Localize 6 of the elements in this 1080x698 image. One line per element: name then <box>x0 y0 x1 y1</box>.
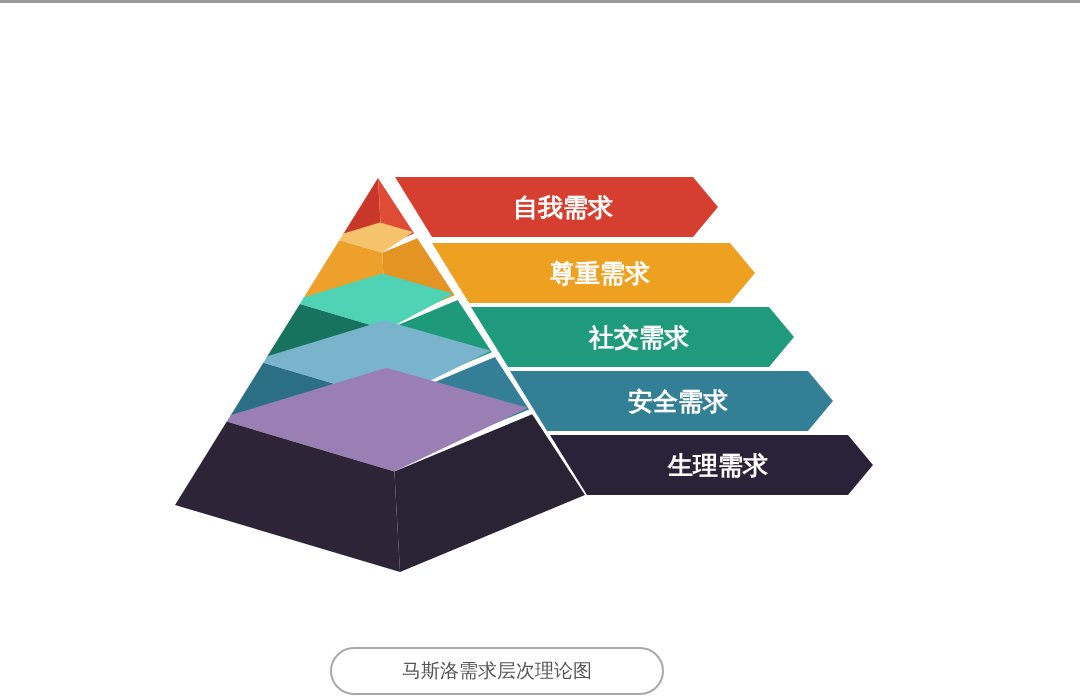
level-label: 生理需求 <box>667 449 768 482</box>
level-label: 安全需求 <box>627 385 728 418</box>
caption-pill: 马斯洛需求层次理论图 <box>330 647 664 695</box>
level-label: 尊重需求 <box>549 257 650 290</box>
level-label: 社交需求 <box>588 321 689 354</box>
level-label: 自我需求 <box>512 191 613 224</box>
